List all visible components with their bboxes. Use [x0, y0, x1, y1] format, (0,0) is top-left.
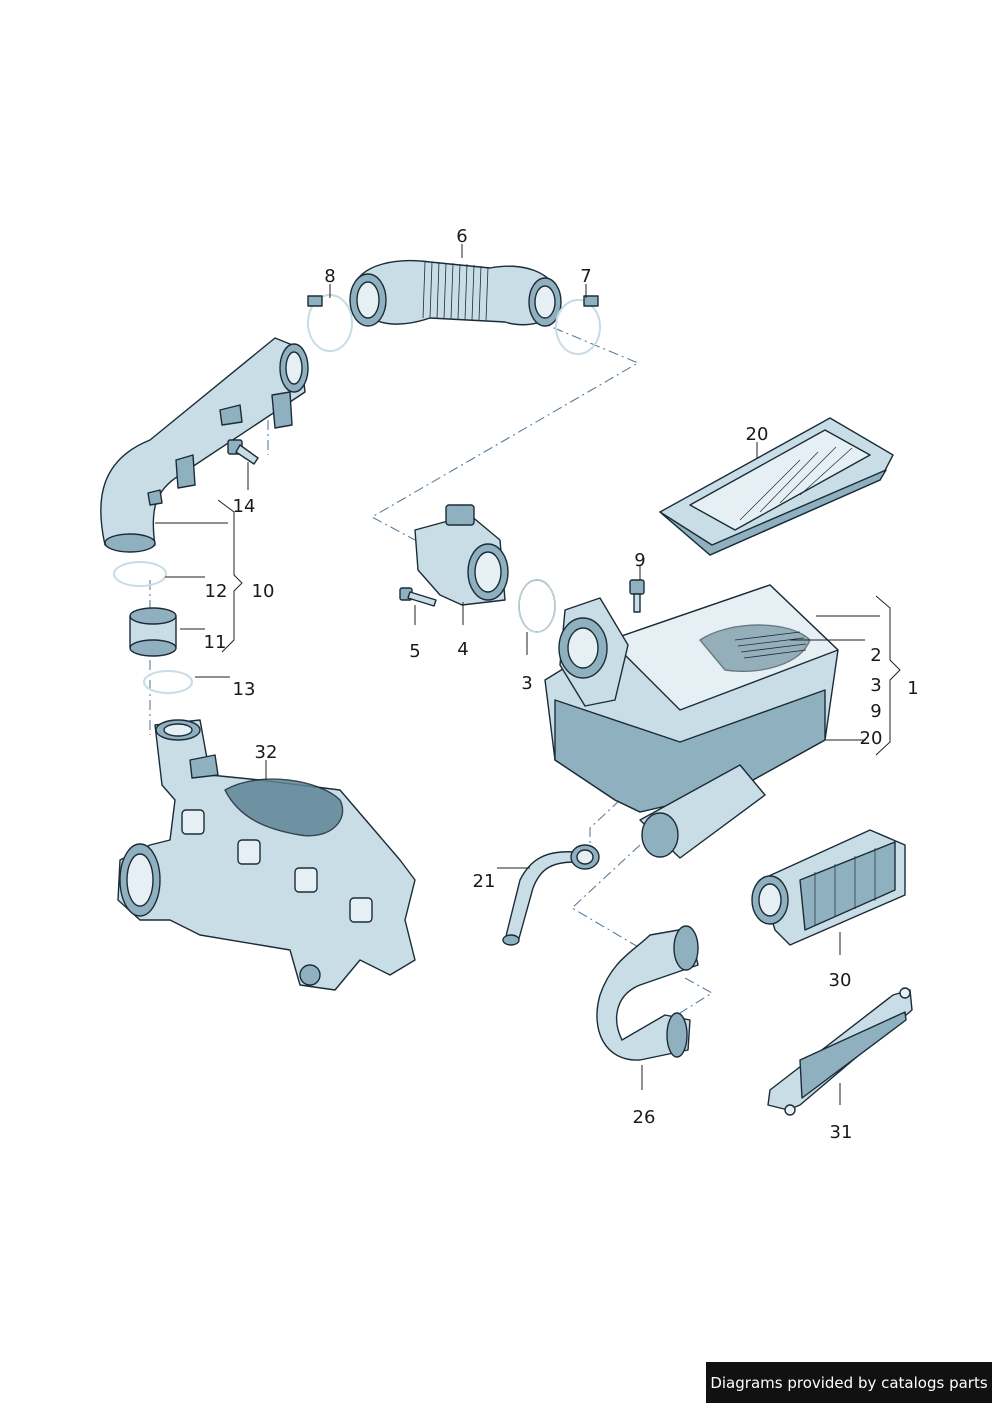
vent-hose-21: [502, 844, 600, 946]
callout-20-lid: 20: [746, 424, 769, 445]
callout-1: 1: [907, 678, 918, 699]
assembly-line-elbow: [679, 977, 714, 1014]
leader-lines: [155, 244, 901, 1105]
callout-14: 14: [233, 496, 256, 517]
hose-clamp-7: [555, 295, 601, 355]
callout-9-group: 9: [870, 701, 881, 722]
assembly-line-hose: [370, 319, 640, 541]
callout-7: 7: [580, 266, 591, 287]
callout-13: 13: [233, 679, 256, 700]
hose-clamp-13: [143, 670, 193, 694]
callout-26: 26: [633, 1107, 656, 1128]
callout-4: 4: [457, 639, 468, 660]
callout-9-bolt: 9: [634, 550, 645, 571]
callout-21: 21: [473, 871, 496, 892]
assembly-line-vent: [589, 799, 621, 850]
callout-3-seal: 3: [521, 673, 532, 694]
coupling-sleeve-11: [129, 607, 177, 657]
bracket-31: [767, 987, 913, 1116]
air-mass-meter: [414, 504, 509, 606]
corrugated-intake-hose: [349, 259, 562, 327]
air-filter-housing: [544, 584, 839, 859]
hose-clamp-12: [113, 561, 167, 587]
bolt-9: [629, 579, 645, 613]
callout-12: 12: [205, 581, 228, 602]
callout-10: 10: [252, 581, 275, 602]
screw-5: [399, 587, 437, 607]
callout-6: 6: [456, 226, 467, 247]
filter-cover-20: [659, 417, 894, 556]
sealing-ring-3: [518, 579, 556, 633]
credit-banner: Diagrams provided by catalogs parts: [706, 1362, 992, 1403]
hose-clamp-8: [307, 294, 353, 352]
callout-11: 11: [204, 632, 227, 653]
callout-5: 5: [409, 641, 420, 662]
callout-32: 32: [255, 742, 278, 763]
callout-31: 31: [830, 1122, 853, 1143]
callout-20-group: 20: [860, 728, 883, 749]
turbocharger-manifold: [117, 719, 416, 991]
callout-3-group: 3: [870, 675, 881, 696]
charge-air-pipe: [100, 337, 309, 553]
credit-text: Diagrams provided by catalogs parts: [710, 1373, 988, 1392]
bolt-14: [227, 439, 259, 465]
air-guide-30: [751, 829, 906, 946]
intake-elbow-26: [596, 925, 699, 1061]
callout-30: 30: [829, 970, 852, 991]
callout-2: 2: [870, 645, 881, 666]
assembly-line-intake: [571, 844, 641, 949]
callout-8: 8: [324, 266, 335, 287]
